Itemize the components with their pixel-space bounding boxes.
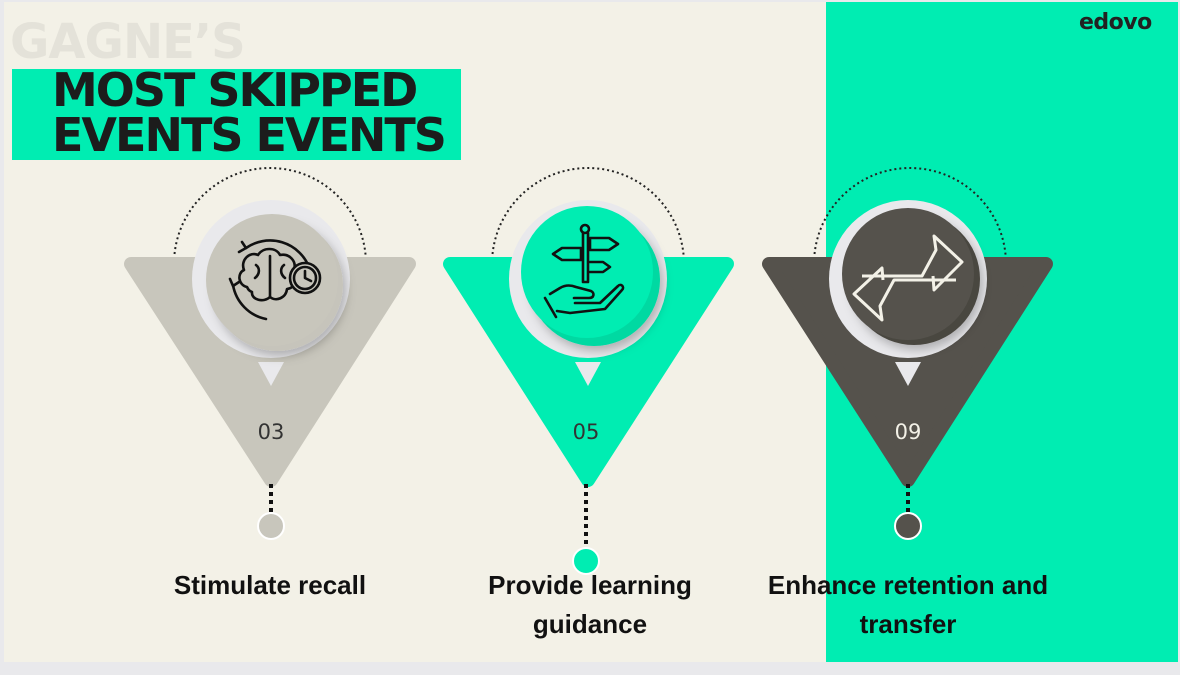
step-2-dot <box>572 547 600 575</box>
step-3-dot <box>894 512 922 540</box>
title-overline: GAGNE’S <box>10 14 246 70</box>
steps-graphic: 03 05 <box>124 167 1053 575</box>
slide: edovo GAGNE’S MOST SKIPPED EVENTS EVENTS <box>4 2 1178 662</box>
step-1-arc <box>173 167 367 265</box>
step-1-number: 03 <box>258 420 285 444</box>
step-2-arc <box>491 167 685 265</box>
step-1-label: Stimulate recall <box>173 570 367 600</box>
step-2-number: 05 <box>573 420 600 444</box>
page-title: MOST SKIPPED EVENTS EVENTS <box>52 63 447 162</box>
step-3-arc <box>813 167 1007 265</box>
brain-clock-icon <box>228 239 322 321</box>
page-title-line-1: MOST SKIPPED <box>52 63 418 117</box>
step-2-label: Provide learning guidance <box>488 570 692 639</box>
hand-signpost-icon <box>543 223 625 319</box>
step-3-number: 09 <box>895 420 922 444</box>
step-3: 09 <box>762 167 1053 540</box>
step-1: 03 <box>124 167 416 540</box>
step-2: 05 <box>443 167 734 575</box>
title-highlight-band <box>12 69 461 160</box>
page-title-line-2: EVENTS EVENTS <box>52 108 447 162</box>
step-3-label: Enhance retention and transfer <box>767 570 1049 639</box>
step-1-badge <box>192 200 350 386</box>
exchange-arrows-icon <box>852 234 964 322</box>
step-1-dot <box>257 512 285 540</box>
brand-logo: edovo <box>1079 10 1152 35</box>
